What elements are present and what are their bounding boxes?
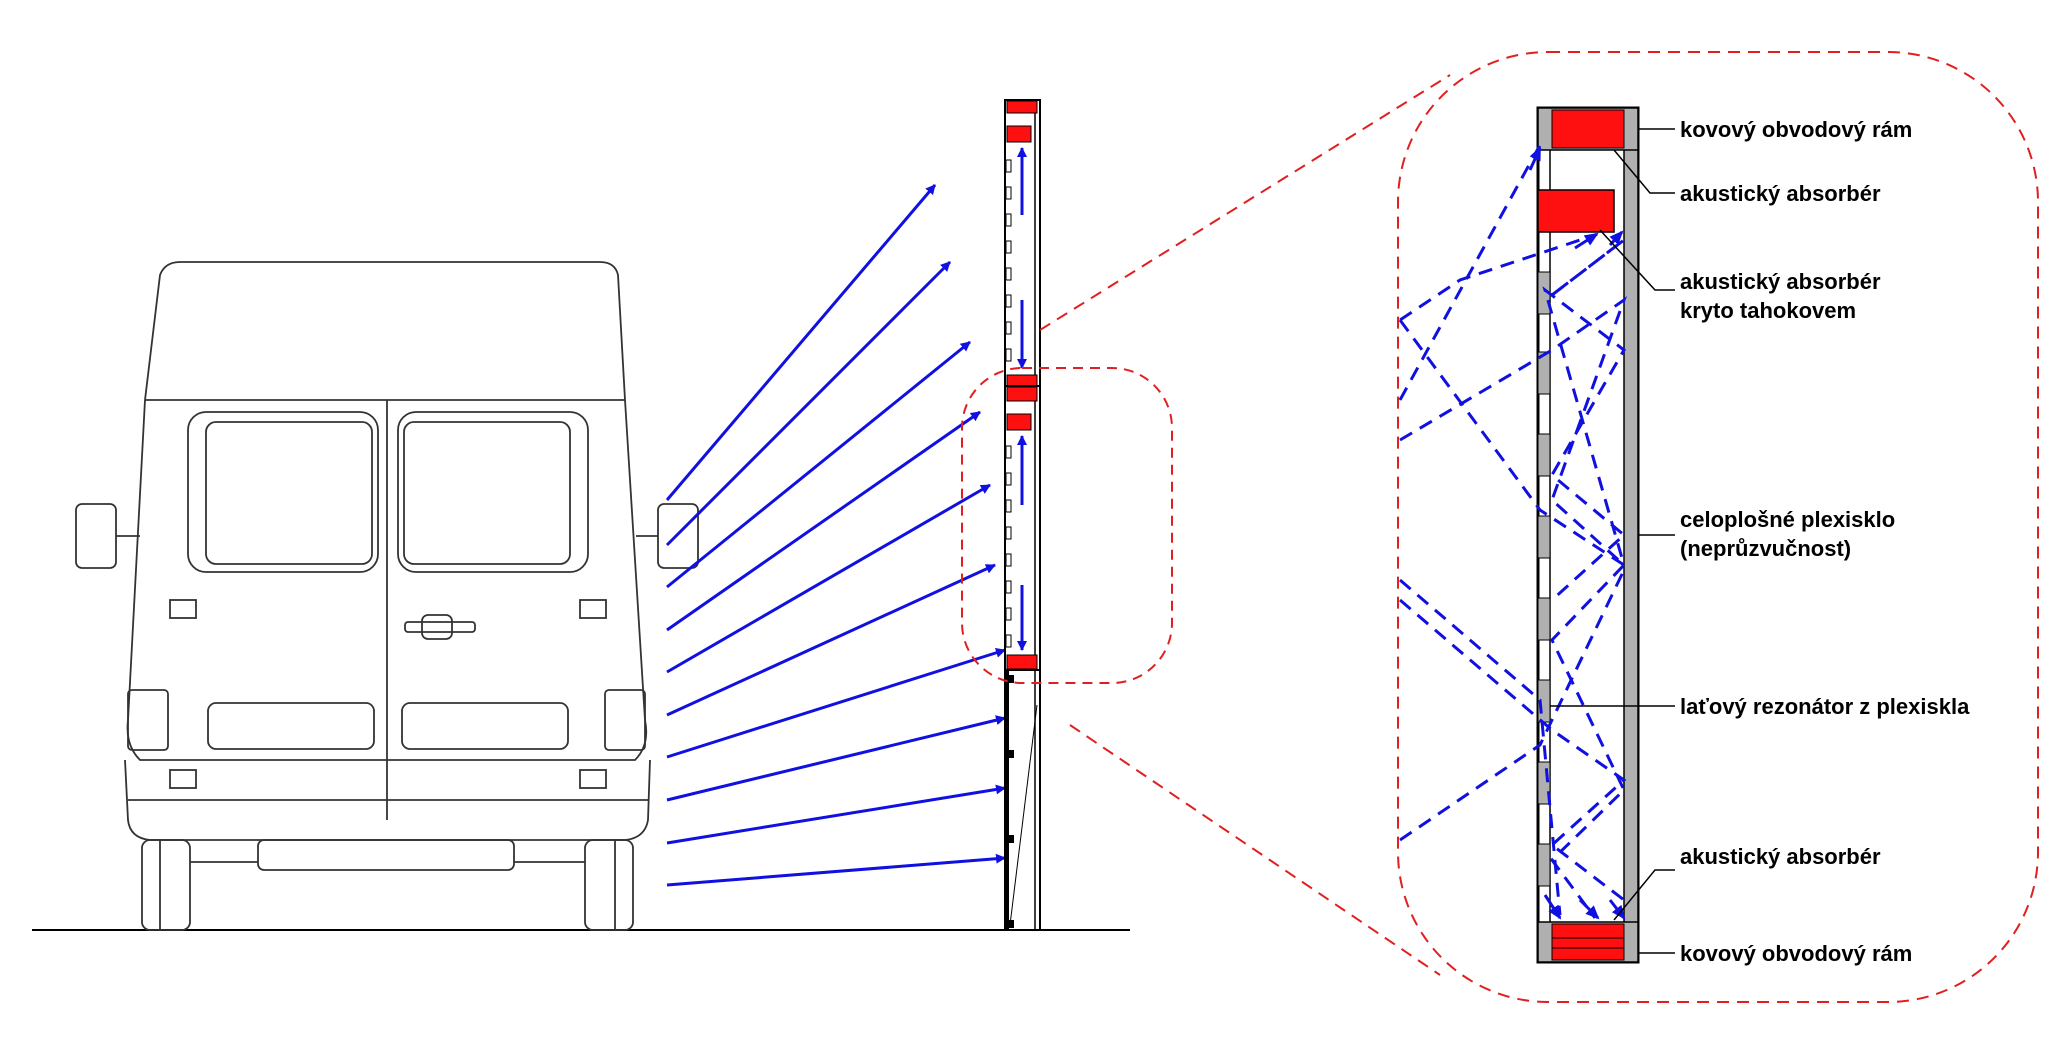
- labels: kovový obvodový rám akustický absorbér a…: [1680, 117, 1970, 966]
- noise-barrier-section: [1004, 99, 1041, 931]
- top-absorber: [1537, 189, 1615, 233]
- label-plexiglass-1: celoplošné plexisklo: [1680, 507, 1895, 532]
- detail-connector-lines: [1039, 74, 1451, 976]
- label-frame-bottom: kovový obvodový rám: [1680, 941, 1912, 966]
- van-rear-view: [75, 261, 699, 931]
- label-absorber-bottom: akustický absorbér: [1680, 844, 1881, 869]
- sound-rays: [665, 184, 1006, 887]
- label-absorber-top: akustický absorbér: [1680, 181, 1881, 206]
- detail-ray-arrows: [1528, 146, 1626, 920]
- label-absorber-covered-1: akustický absorbér: [1680, 269, 1881, 294]
- detail-highlight-small: [961, 367, 1173, 684]
- label-slat-resonator: laťový rezonátor z plexiskla: [1680, 694, 1970, 719]
- label-plexiglass-2: (neprůzvučnost): [1680, 536, 1851, 561]
- detail-sound-rays: [1398, 144, 1628, 919]
- label-leaders: [1550, 128, 1675, 954]
- detail-highlight-large: [1397, 51, 2039, 1003]
- label-absorber-covered-2: kryto tahokovem: [1680, 298, 1856, 323]
- label-frame-top: kovový obvodový rám: [1680, 117, 1912, 142]
